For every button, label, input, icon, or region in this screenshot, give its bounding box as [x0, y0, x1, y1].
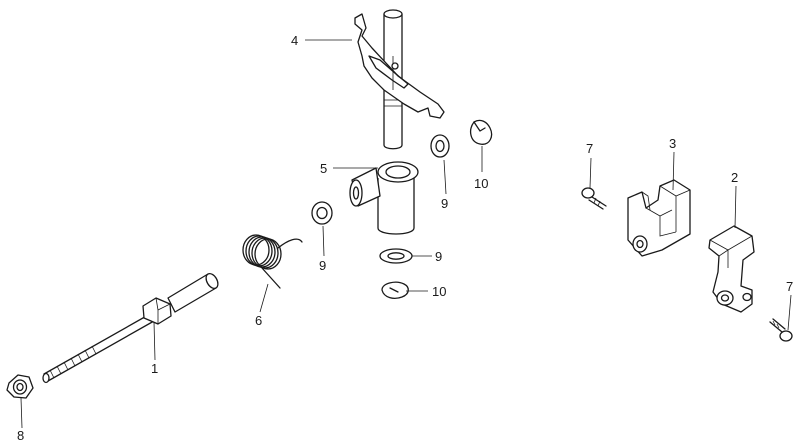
callout-2: 2: [731, 170, 738, 185]
callout-1: 1: [151, 361, 158, 376]
callout-10-a: 10: [474, 176, 488, 191]
callout-9-a: 9: [441, 196, 448, 211]
part-10-clip-a[interactable]: [469, 119, 493, 145]
part-10-clip-b[interactable]: [381, 281, 409, 299]
leader-lines: [20, 39, 792, 429]
callout-9-b: 9: [319, 258, 326, 273]
part-3-bracket[interactable]: [627, 179, 691, 257]
part-9-washer-a[interactable]: [430, 134, 450, 158]
callout-5: 5: [320, 161, 327, 176]
part-4-selector-fork[interactable]: [354, 9, 445, 150]
part-7-screw-a[interactable]: [581, 187, 607, 210]
callout-6: 6: [255, 313, 262, 328]
callout-4: 4: [291, 33, 298, 48]
part-5-bushing[interactable]: [349, 161, 419, 235]
part-2-lever-arm[interactable]: [708, 225, 755, 313]
part-1-shaft[interactable]: [42, 272, 220, 384]
part-9-washer-c[interactable]: [379, 248, 413, 264]
part-9-washer-b[interactable]: [311, 201, 333, 225]
part-8-nut[interactable]: [6, 374, 34, 399]
part-6-spring[interactable]: [242, 234, 303, 289]
part-7-screw-b[interactable]: [769, 318, 793, 342]
callout-7-b: 7: [786, 279, 793, 294]
callout-3: 3: [669, 136, 676, 151]
callout-9-c: 9: [435, 249, 442, 264]
callout-10-b: 10: [432, 284, 446, 299]
callout-8: 8: [17, 428, 24, 443]
callout-7-a: 7: [586, 141, 593, 156]
